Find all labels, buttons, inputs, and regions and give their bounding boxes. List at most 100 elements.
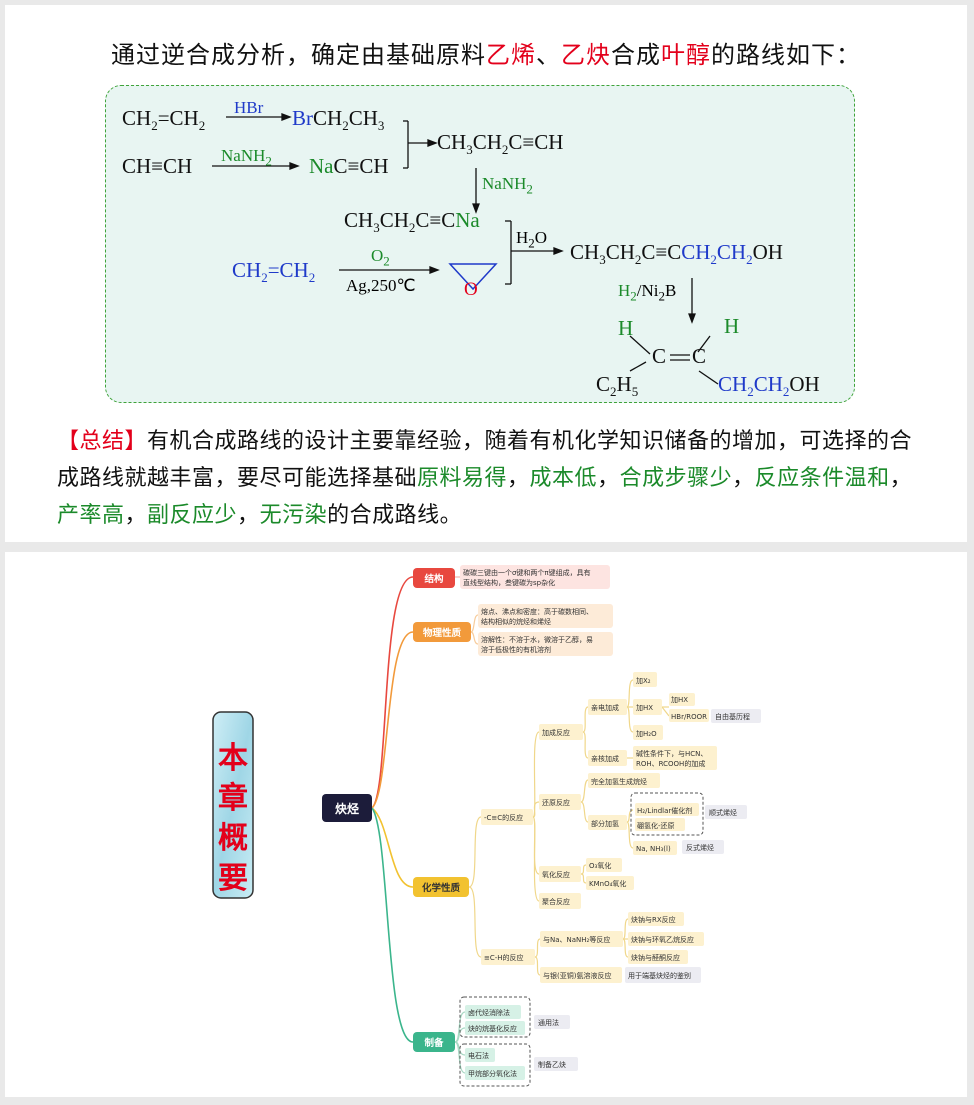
node-ch: ≡C-H的反应 (484, 953, 524, 962)
summary-comma: ， (124, 503, 148, 528)
summary-highlight: 反应条件温和 (754, 466, 890, 491)
sodium-acetylide-formula: NaC≡CH (309, 154, 389, 178)
node-hx: 加HX (636, 703, 653, 712)
node-kmno4: KMnO₄氧化 (589, 879, 626, 888)
summary-text: 有机合成路线的设计主要靠经验，随着有机化学知识储备的增加，可选择的合成路线就越丰… (57, 429, 913, 491)
reagent-hbr: HBr (234, 98, 264, 117)
ethylene-formula-blue: CH2=CH2 (232, 258, 316, 286)
node-epox: 炔钠与环氧乙烷反应 (631, 935, 694, 944)
node-lindlar: H₂/Lindlar催化剂 (637, 806, 692, 815)
physical-note: 熔点、沸点和密度：高于碳数相同、 (481, 607, 593, 616)
mindmap-slide: 本 章 概 要 (5, 552, 967, 1097)
reagent-b-label: B (665, 281, 677, 300)
branch-physical: 物理性质 (423, 627, 462, 639)
physical-note: 溶解性：不溶于水，微溶于乙醇，易 (481, 635, 593, 644)
summary-paragraph: 【总结】有机合成路线的设计主要靠经验，随着有机化学知识储备的增加，可选择的合成路… (57, 423, 927, 534)
node-radical: 自由基历程 (715, 712, 750, 721)
prep-acetylene: 制备乙炔 (538, 1060, 566, 1069)
heading-text: 合成 (611, 41, 661, 69)
summary-highlight: 成本低 (529, 466, 598, 491)
summary-comma: ， (597, 466, 620, 491)
root-node: 炔烃 (335, 801, 359, 816)
nucleophilic-note: ROH、RCOOH的加成 (636, 759, 705, 768)
alkene-carbon-left: C (652, 344, 667, 368)
physical-note: 结构相似的烷烃和烯烃 (481, 617, 551, 626)
hydroxyethyl-group: CH2CH2OH (718, 372, 820, 400)
summary-highlight: 产率高 (57, 503, 125, 528)
reagent-o2-label: O (371, 246, 384, 265)
heading-text: 的路线如下： (711, 41, 861, 69)
reagent-o2: O2 (371, 246, 390, 269)
reagent-nanh2-a: NaNH2 (221, 146, 272, 169)
heading-sep: 、 (536, 41, 561, 69)
summary-comma: ， (237, 503, 260, 528)
node-oxidation: 氧化反应 (542, 870, 570, 879)
node-cc: -C≡C的反应 (484, 813, 523, 822)
node-ag-note: 用于端基炔烃的鉴别 (628, 971, 691, 980)
slide-heading: 通过逆合成分析，确定由基础原料乙烯、乙炔合成叶醇的路线如下： (5, 35, 967, 70)
chapter-title-char: 概 (218, 821, 248, 856)
summary-comma: ， (507, 466, 530, 491)
summary-text: 的合成路线。 (327, 503, 463, 528)
node-partial-h: 部分加氢 (591, 819, 619, 828)
ethyl-group: C2H5 (596, 372, 639, 400)
node-addition: 加成反应 (542, 728, 570, 737)
node-borane: 硼氢化-还原 (637, 821, 675, 830)
heading-acetylene: 乙炔 (561, 41, 611, 69)
reagent-nanh2-b: NaNH2 (482, 174, 533, 197)
chapter-title-box (212, 711, 254, 899)
reagent-ni-label: /Ni (636, 281, 659, 300)
summary-highlight: 合成步骤少 (619, 466, 733, 491)
reagent-nanh2-label: NaNH (482, 174, 527, 193)
summary-highlight: 无污染 (259, 503, 328, 528)
branch-chemical: 化学性质 (422, 882, 461, 894)
ethylene-formula: CH2=CH2 (122, 106, 206, 134)
prep-method: 炔的烷基化反应 (468, 1024, 517, 1033)
node-electrophilic: 亲电加成 (591, 703, 619, 712)
chapter-title-char: 本 (218, 741, 248, 776)
node-x2: 加X₂ (636, 676, 651, 685)
physical-note: 溶于低极性的有机溶剂 (481, 645, 551, 654)
reagent-h2-ni2b: H2/Ni2B (618, 281, 677, 304)
node-full-h: 完全加氢生成烷烃 (591, 777, 647, 786)
mindmap: 本 章 概 要 (212, 565, 761, 1087)
node-o3: O₃氧化 (589, 861, 611, 870)
nucleophilic-note: 碱性条件下，与HCN、 (636, 749, 707, 758)
bromoethane-formula: BrCH2CH3 (292, 106, 385, 134)
summary-comma: ， (732, 466, 755, 491)
node-rx: 炔钠与RX反应 (631, 915, 676, 924)
reagent-nanh2-label: NaNH (221, 146, 266, 165)
reaction-scheme: CH2=CH2 HBr BrCH2CH3 CH≡CH NaNH2 NaC≡CH … (105, 85, 855, 403)
summary-highlight: 副反应少 (147, 503, 238, 528)
structure-note: 碳碳三键由一个σ键和两个π键组成，具有 (463, 568, 591, 577)
reagent-h2o-label: H (516, 228, 529, 247)
scheme-arrows (212, 113, 719, 385)
heading-ethylene: 乙烯 (486, 41, 536, 69)
epoxide-oxygen: O (464, 279, 478, 300)
acetylene-formula: CH≡CH (122, 154, 193, 178)
reagent-h2o: H2O (516, 228, 548, 251)
prep-method: 电石法 (468, 1051, 489, 1060)
prep-method: 甲烷部分氧化法 (468, 1069, 517, 1078)
butyne-formula: CH3CH2C≡CH (437, 130, 564, 158)
node-h2o: 加H₂O (636, 729, 657, 738)
node-polymer: 聚合反应 (542, 897, 570, 906)
node-trans: 反式烯烃 (686, 843, 714, 852)
branch-structure: 结构 (423, 573, 444, 585)
summary-comma: ， (889, 466, 913, 491)
node-na-nh3: Na, NH₃(l) (636, 845, 671, 853)
summary-tag: 【总结】 (57, 429, 148, 454)
synthesis-slide: 通过逆合成分析，确定由基础原料乙烯、乙炔合成叶醇的路线如下： (5, 5, 967, 542)
heading-target: 叶醇 (661, 41, 711, 69)
prep-method: 卤代烃消除法 (468, 1008, 510, 1017)
reagent-h2-label: H (618, 281, 631, 300)
structure-note: 直线型结构，叁键碳为sp杂化 (463, 578, 555, 587)
node-na-react: 与Na、NaNH₂等反应 (543, 935, 610, 944)
h-atom-left: H (618, 316, 634, 340)
h-atom-right: H (724, 314, 740, 338)
chapter-title-char: 要 (218, 861, 248, 896)
alkene-carbon-right: C (692, 344, 707, 368)
sodium-butynide-formula: CH3CH2C≡CNa (344, 208, 480, 236)
branch-prep: 制备 (424, 1037, 444, 1049)
reagent-ag: Ag,250℃ (346, 276, 416, 295)
